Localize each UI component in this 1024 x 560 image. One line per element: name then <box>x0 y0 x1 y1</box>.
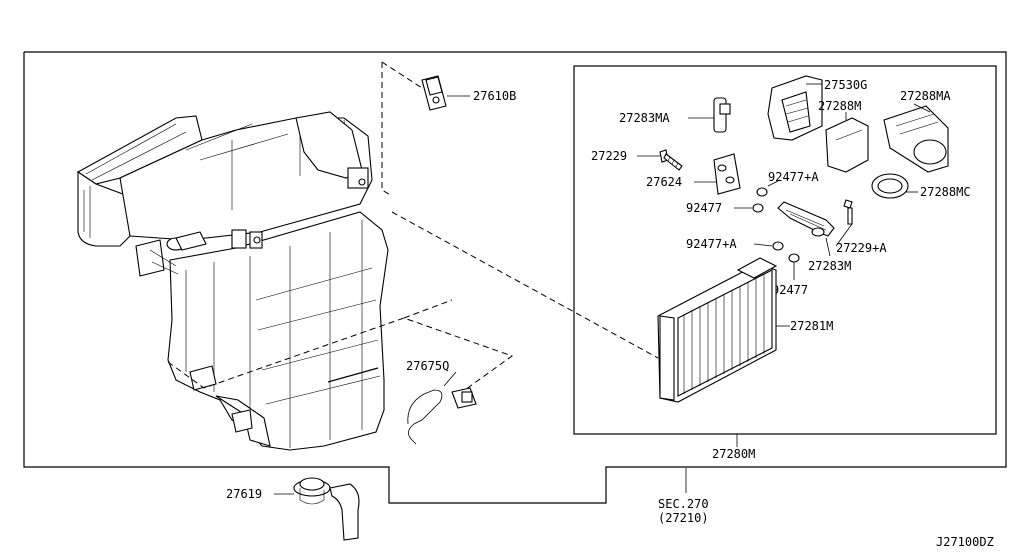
outer-frame <box>23 51 1007 504</box>
o-ring-92477-top <box>752 203 764 213</box>
seal-27288M <box>825 112 869 173</box>
label-27675Q: 27675Q <box>406 359 449 373</box>
bolt-27229 <box>637 149 683 171</box>
seal-27288MA <box>883 103 949 173</box>
label-27610B: 27610B <box>473 89 516 103</box>
sensor-27675Q <box>407 371 477 445</box>
label-92477-top: 92477 <box>686 201 722 215</box>
evaporator-core-27281M <box>657 257 790 403</box>
label-27288MC: 27288MC <box>920 185 971 199</box>
label-27281M: 27281M <box>790 319 833 333</box>
o-ring-92477A-mid <box>772 241 784 251</box>
heater-unit-assembly <box>76 111 389 451</box>
label-sec270: SEC.270 <box>658 497 709 511</box>
label-92477A-top: 92477+A <box>768 170 819 184</box>
label-27530G: 27530G <box>824 78 867 92</box>
label-27619: 27619 <box>226 487 262 501</box>
label-92477A-mid: 92477+A <box>686 237 737 251</box>
bracket-27530G <box>767 75 823 141</box>
sensor-27283MA <box>688 97 731 133</box>
diagram-id: J27100DZ <box>936 535 994 549</box>
label-27280M: 27280M <box>712 447 755 461</box>
label-27283M: 27283M <box>808 259 851 273</box>
label-92477-bot: 92477 <box>772 283 808 297</box>
o-ring-92477-bot <box>788 253 800 263</box>
evaporator-subassembly-frame <box>573 65 997 435</box>
label-27624: 27624 <box>646 175 682 189</box>
pipe-27283M <box>777 201 835 257</box>
label-27283MA: 27283MA <box>619 111 670 125</box>
drain-hose-27619 <box>274 477 360 541</box>
label-27229A: 27229+A <box>836 241 887 255</box>
o-ring-92477A-top <box>756 187 768 197</box>
label-27288M: 27288M <box>818 99 861 113</box>
clip-27610B <box>421 75 470 111</box>
label-27229: 27229 <box>591 149 627 163</box>
label-sec27210: (27210) <box>658 511 709 525</box>
label-27288MA: 27288MA <box>900 89 951 103</box>
bolt-27229A <box>835 199 853 247</box>
seal-27288MC <box>871 173 918 199</box>
expansion-valve-27624 <box>694 153 741 195</box>
